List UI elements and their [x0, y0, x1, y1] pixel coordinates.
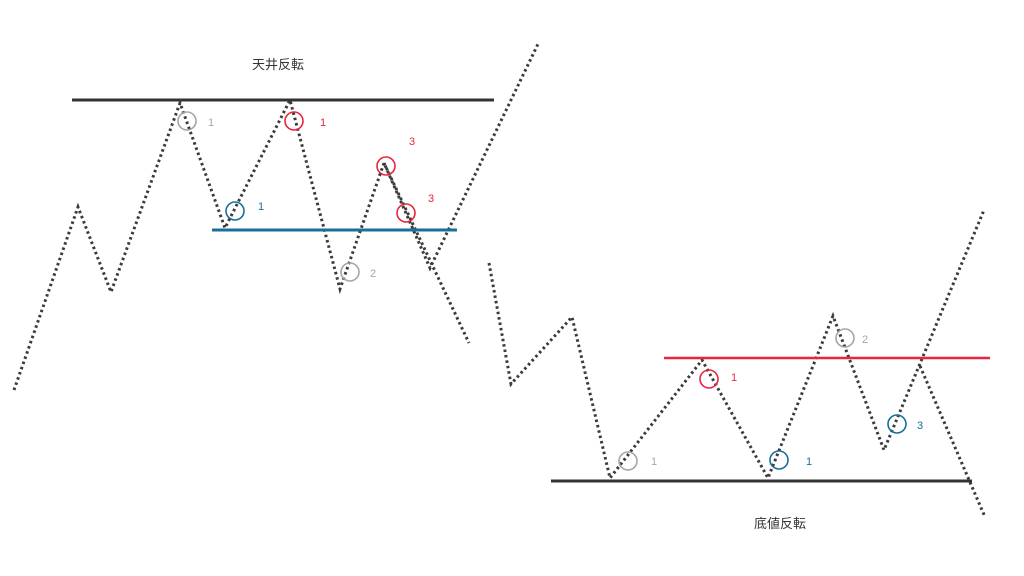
bottom-marker-blue-3: 3 [887, 414, 923, 434]
top-marker-blue-1-circle [225, 201, 245, 221]
bottom-marker-gray-2: 2 [835, 328, 868, 348]
top-marker-gray-1-label: 1 [208, 117, 214, 129]
bottom-marker-blue-3-circle [887, 414, 907, 434]
bottom-marker-gray-1: 1 [618, 451, 657, 471]
top-marker-red-1: 1 [284, 111, 326, 131]
bottom-marker-red-1: 1 [699, 369, 737, 389]
top-marker-red-1-circle [284, 111, 304, 131]
bottom-marker-red-1-label: 1 [731, 372, 737, 384]
top-zigzag-path [12, 43, 540, 391]
bottom-reversal-group: 底値反転 2 1 3 1 1 [487, 209, 990, 532]
bottom-fakeout-path [918, 365, 987, 518]
top-marker-gray-2-label: 2 [370, 268, 376, 280]
top-marker-gray-2-circle [340, 262, 360, 282]
top-breakdown-path [382, 162, 471, 344]
bottom-marker-gray-2-label: 2 [862, 334, 868, 346]
bottom-marker-blue-1-circle [769, 450, 789, 470]
top-marker-blue-1-label: 1 [258, 201, 264, 213]
top-marker-gray-1-circle [177, 111, 197, 131]
top-marker-gray-2: 2 [340, 262, 376, 282]
bottom-marker-blue-3-label: 3 [917, 420, 923, 432]
bottom-marker-gray-2-circle [835, 328, 855, 348]
top-marker-blue-1: 1 [225, 201, 264, 221]
top-marker-red-3a: 3 [376, 136, 415, 176]
bottom-marker-gray-1-label: 1 [651, 456, 657, 468]
bottom-marker-gray-1-circle [618, 451, 638, 471]
top-reversal-group: 天井反転 1 1 3 1 3 2 [12, 43, 540, 391]
top-marker-red-1-label: 1 [320, 117, 326, 129]
bottom-marker-blue-1: 1 [769, 450, 812, 470]
top-marker-red-3b-label: 3 [428, 193, 434, 205]
top-marker-red-3a-circle [376, 156, 396, 176]
top-marker-red-3b-circle [396, 203, 416, 223]
top-reversal-title: 天井反転 [252, 58, 304, 73]
bottom-zigzag-path [487, 209, 986, 482]
bottom-marker-red-1-circle [699, 369, 719, 389]
bottom-marker-blue-1-label: 1 [806, 456, 812, 468]
top-marker-red-3a-label: 3 [409, 136, 415, 148]
top-marker-gray-1: 1 [177, 111, 214, 131]
bottom-reversal-title: 底値反転 [754, 516, 806, 532]
top-marker-red-3b: 3 [396, 193, 434, 223]
